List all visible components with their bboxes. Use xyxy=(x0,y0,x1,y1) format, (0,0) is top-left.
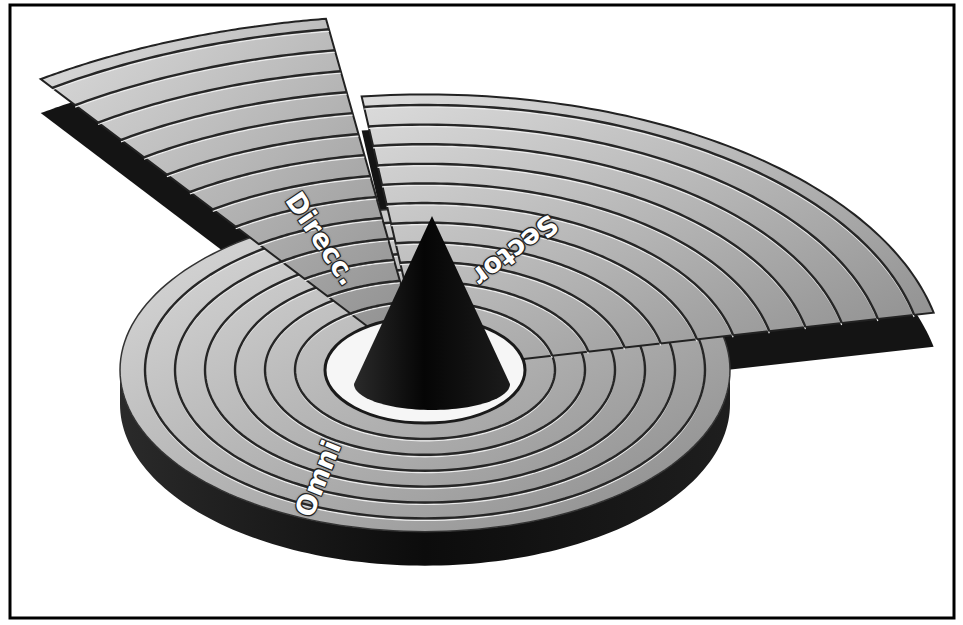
pattern-label: Omni xyxy=(289,435,348,520)
pattern-label: Sector xyxy=(466,208,563,292)
directional-groove-highlight xyxy=(98,73,341,124)
pattern-label: Direcc. xyxy=(280,186,365,291)
directional-groove-highlight xyxy=(190,157,365,194)
directional-groove-highlight xyxy=(52,31,329,90)
directional-groove-highlight xyxy=(75,52,335,107)
directional-groove xyxy=(52,29,329,88)
directional-groove-highlight xyxy=(121,94,347,142)
directional-groove xyxy=(144,113,353,157)
directional-groove xyxy=(75,50,335,105)
directional-groove xyxy=(98,71,341,122)
directional-shape xyxy=(41,19,425,370)
coverage-shapes xyxy=(41,19,934,566)
directional-groove xyxy=(121,92,347,140)
antenna-cone xyxy=(354,216,510,410)
frame xyxy=(10,5,954,618)
